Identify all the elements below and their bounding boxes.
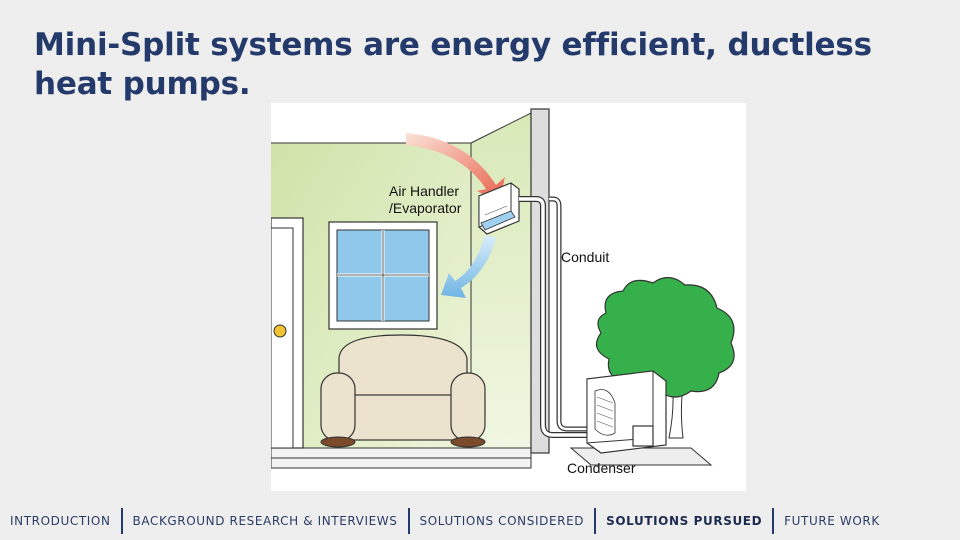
window	[328, 221, 438, 330]
air-handler-label: Air Handler /Evaporator	[389, 183, 461, 217]
air-handler-unit	[478, 182, 520, 235]
section-nav: INTRODUCTION BACKGROUND RESEARCH & INTER…	[0, 504, 960, 538]
sofa	[320, 334, 486, 448]
nav-divider	[594, 508, 597, 534]
conduit-label: Conduit	[561, 249, 610, 265]
slide-title: Mini-Split systems are energy efficient,…	[34, 27, 872, 102]
nav-future-work[interactable]: FUTURE WORK	[784, 513, 880, 528]
air-handler-label-line2: /Evaporator	[389, 200, 462, 216]
tree	[595, 276, 735, 439]
air-handler-label-line1: Air Handler	[389, 183, 460, 199]
cool-air-arrow	[441, 235, 496, 298]
door-knob	[273, 324, 287, 338]
nav-introduction[interactable]: INTRODUCTION	[10, 513, 111, 528]
nav-divider	[407, 508, 410, 534]
condenser-unit	[586, 370, 667, 454]
nav-background-research[interactable]: BACKGROUND RESEARCH & INTERVIEWS	[132, 513, 398, 528]
nav-solutions-pursued[interactable]: SOLUTIONS PURSUED	[606, 513, 763, 528]
nav-divider	[120, 508, 123, 534]
mini-split-diagram: Air Handler /Evaporator Conduit Condense…	[271, 103, 746, 491]
condenser-label: Condenser	[567, 460, 636, 476]
nav-solutions-considered[interactable]: SOLUTIONS CONSIDERED	[419, 513, 585, 528]
diagram-illustration	[271, 108, 735, 469]
nav-divider	[772, 508, 775, 534]
